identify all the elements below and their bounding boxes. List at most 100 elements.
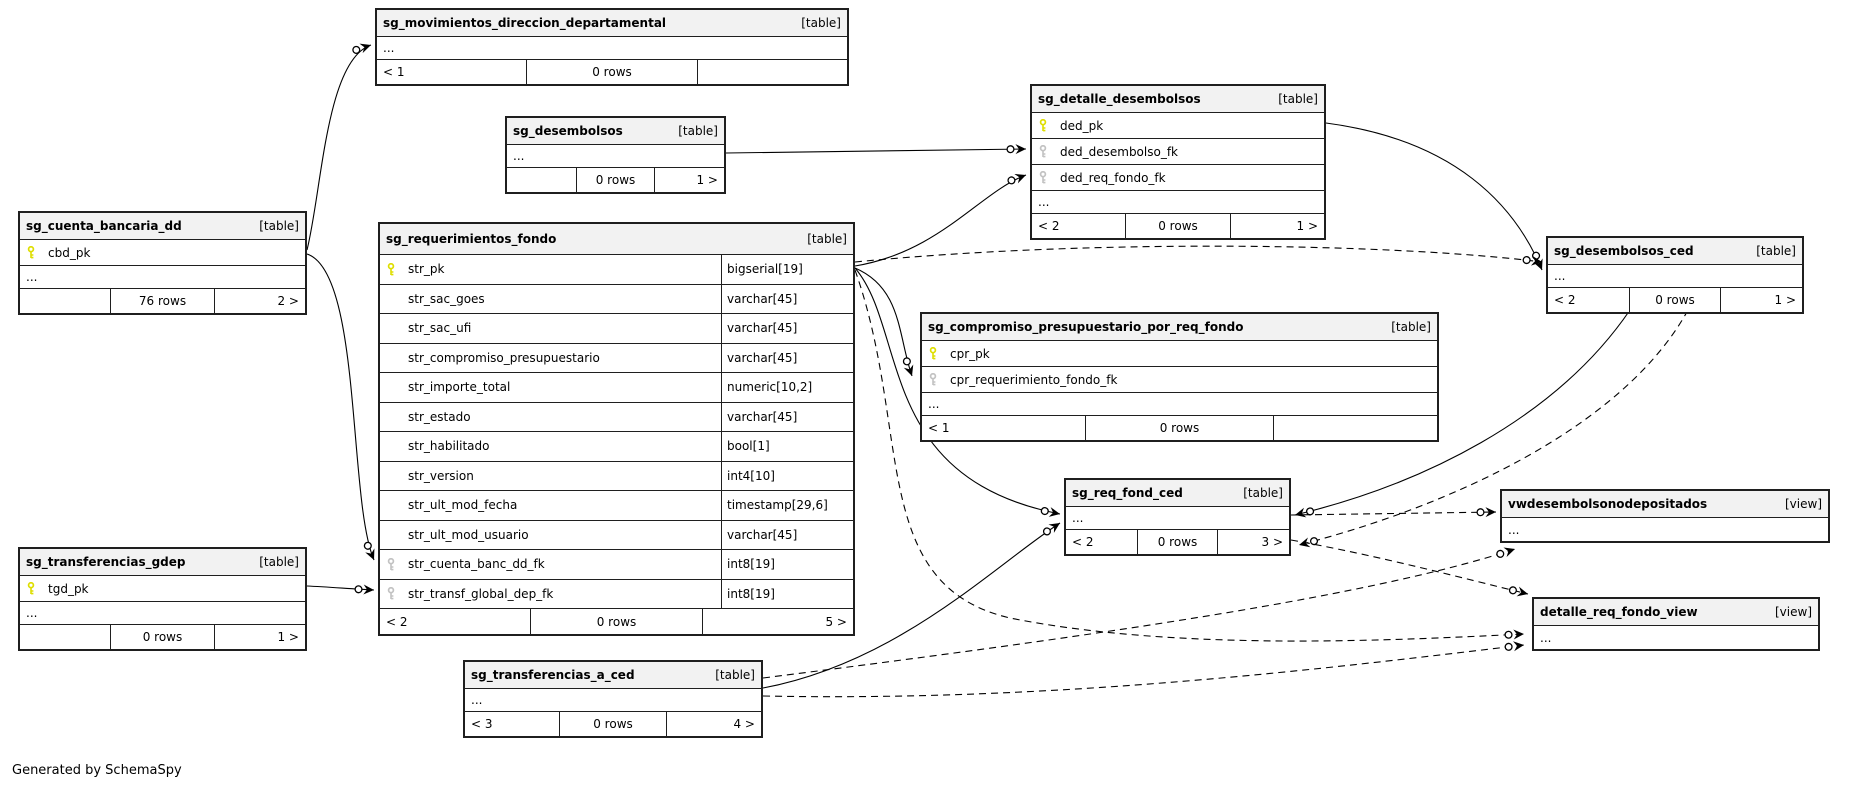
table-title[interactable]: detalle_req_fondo_view: [1540, 605, 1698, 619]
table-row[interactable]: str_importe_total numeric[10,2]: [380, 372, 853, 402]
table-title[interactable]: sg_requerimientos_fondo: [386, 232, 557, 246]
children-count: 3 >: [1217, 530, 1289, 554]
column-name: str_estado: [408, 409, 471, 424]
children-count: [696, 60, 847, 84]
table-sg-cuenta-bancaria-dd[interactable]: sg_cuenta_bancaria_dd [table] cbd_pk ...…: [18, 211, 307, 315]
row-count: 0 rows: [558, 712, 666, 736]
view-vwdesembolsonodepositados[interactable]: vwdesembolsonodepositados [view] ...: [1500, 489, 1830, 543]
table-row[interactable]: str_compromiso_presupuestario varchar[45…: [380, 342, 853, 372]
parents-count: [20, 289, 110, 313]
table-header[interactable]: sg_transferencias_a_ced [table]: [465, 662, 761, 688]
implied-line-desembolsosced-to-reqfondced: [1298, 309, 1689, 548]
table-title[interactable]: sg_transferencias_gdep: [26, 555, 186, 569]
table-kind-badge: [table]: [678, 124, 718, 138]
table-row[interactable]: cbd_pk: [20, 239, 305, 265]
table-title[interactable]: sg_req_fond_ced: [1072, 486, 1183, 500]
column-name: str_pk: [408, 262, 445, 277]
table-footer: < 3 0 rows 4 >: [465, 711, 761, 736]
table-row[interactable]: ded_pk: [1032, 112, 1324, 138]
implied-line-requerimientos-to-desembolsosced: [854, 245, 1543, 266]
children-count: 1 >: [654, 168, 724, 192]
primary-key-icon: [25, 246, 42, 259]
view-detalle-req-fondo-view[interactable]: detalle_req_fondo_view [view] ...: [1532, 597, 1820, 651]
column-name: cbd_pk: [48, 245, 91, 260]
fk-line-desembolsos-to-detalle: [725, 144, 1027, 155]
table-row[interactable]: tgd_pk: [20, 575, 305, 601]
table-footer: < 2 0 rows 1 >: [1548, 287, 1802, 312]
children-count: [1272, 416, 1437, 440]
table-row[interactable]: str_version int4[10]: [380, 460, 853, 490]
table-header[interactable]: sg_desembolsos [table]: [507, 118, 724, 144]
table-row[interactable]: cpr_pk: [922, 340, 1437, 366]
column-name: ded_desembolso_fk: [1060, 144, 1179, 159]
column-type: varchar[45]: [721, 402, 853, 431]
table-header[interactable]: sg_compromiso_presupuestario_por_req_fon…: [922, 314, 1437, 340]
hidden-columns-row: ...: [377, 36, 847, 59]
table-title[interactable]: sg_desembolsos: [513, 124, 623, 138]
primary-key-icon: [385, 262, 402, 276]
table-row[interactable]: ded_req_fondo_fk: [1032, 164, 1324, 190]
table-row[interactable]: cpr_requerimiento_fondo_fk: [922, 366, 1437, 392]
table-title[interactable]: sg_compromiso_presupuestario_por_req_fon…: [928, 320, 1244, 334]
table-kind-badge: [table]: [259, 555, 299, 569]
table-row[interactable]: str_cuenta_banc_dd_fk int8[19]: [380, 549, 853, 579]
table-header[interactable]: sg_cuenta_bancaria_dd [table]: [20, 213, 305, 239]
table-sg-transferencias-a-ced[interactable]: sg_transferencias_a_ced [table] ... < 3 …: [463, 660, 763, 738]
table-sg-desembolsos[interactable]: sg_desembolsos [table] ... 0 rows 1 >: [505, 116, 726, 194]
table-header[interactable]: sg_desembolsos_ced [table]: [1548, 238, 1802, 264]
table-row[interactable]: str_estado varchar[45]: [380, 401, 853, 431]
row-count: 76 rows: [110, 289, 213, 313]
table-title[interactable]: sg_desembolsos_ced: [1554, 244, 1694, 258]
ellipsis-text: ...: [471, 693, 483, 707]
table-footer: < 1 0 rows: [377, 59, 847, 84]
ellipsis-text: ...: [928, 397, 940, 411]
parents-count: < 1: [928, 421, 950, 435]
table-row[interactable]: str_habilitado bool[1]: [380, 431, 853, 461]
primary-key-icon: [25, 582, 42, 595]
table-sg-compromiso-presupuestario-por-req-fondo[interactable]: sg_compromiso_presupuestario_por_req_fon…: [920, 312, 1439, 442]
table-row[interactable]: str_transf_global_dep_fk int8[19]: [380, 578, 853, 608]
table-kind-badge: [view]: [1785, 497, 1822, 511]
table-header[interactable]: vwdesembolsonodepositados [view]: [1502, 491, 1828, 517]
table-header[interactable]: detalle_req_fondo_view [view]: [1534, 599, 1818, 625]
table-header[interactable]: sg_req_fond_ced [table]: [1066, 480, 1289, 506]
table-header[interactable]: sg_transferencias_gdep [table]: [20, 549, 305, 575]
table-sg-requerimientos-fondo[interactable]: sg_requerimientos_fondo [table] str_pk b…: [378, 222, 855, 636]
table-header[interactable]: sg_movimientos_direccion_departamental […: [377, 10, 847, 36]
table-footer: 76 rows 2 >: [20, 288, 305, 313]
fk-line-requerimientos-to-detalle: [854, 173, 1027, 267]
children-count: 1 >: [213, 625, 305, 649]
table-row[interactable]: str_pk bigserial[19]: [380, 254, 853, 284]
hidden-columns-row: ...: [1066, 506, 1289, 529]
table-sg-req-fond-ced[interactable]: sg_req_fond_ced [table] ... < 2 0 rows 3…: [1064, 478, 1291, 556]
table-row[interactable]: str_ult_mod_fecha timestamp[29,6]: [380, 490, 853, 520]
table-sg-detalle-desembolsos[interactable]: sg_detalle_desembolsos [table] ded_pk de…: [1030, 84, 1326, 240]
table-title[interactable]: vwdesembolsonodepositados: [1508, 497, 1708, 511]
table-title[interactable]: sg_movimientos_direccion_departamental: [383, 16, 667, 30]
table-row[interactable]: str_ult_mod_usuario varchar[45]: [380, 519, 853, 549]
hidden-columns-row: ...: [465, 688, 761, 711]
parents-count: < 2: [386, 614, 408, 629]
table-header[interactable]: sg_detalle_desembolsos [table]: [1032, 86, 1324, 112]
table-title[interactable]: sg_transferencias_a_ced: [471, 668, 635, 682]
table-row[interactable]: str_sac_goes varchar[45]: [380, 283, 853, 313]
table-kind-badge: [table]: [801, 16, 841, 30]
table-header[interactable]: sg_requerimientos_fondo [table]: [380, 224, 853, 254]
table-row[interactable]: ded_desembolso_fk: [1032, 138, 1324, 164]
table-title[interactable]: sg_detalle_desembolsos: [1038, 92, 1201, 106]
fk-line-transfgdep-to-requerimientos: [306, 584, 375, 595]
table-sg-desembolsos-ced[interactable]: sg_desembolsos_ced [table] ... < 2 0 row…: [1546, 236, 1804, 314]
parents-count: [20, 625, 110, 649]
table-sg-transferencias-gdep[interactable]: sg_transferencias_gdep [table] tgd_pk ..…: [18, 547, 307, 651]
column-name: str_version: [408, 468, 474, 483]
table-title[interactable]: sg_cuenta_bancaria_dd: [26, 219, 182, 233]
table-kind-badge: [table]: [1756, 244, 1796, 258]
table-row[interactable]: str_sac_ufi varchar[45]: [380, 313, 853, 343]
row-count: 0 rows: [530, 609, 702, 634]
hidden-columns-row: ...: [1534, 625, 1818, 649]
table-sg-movimientos-direccion-departamental[interactable]: sg_movimientos_direccion_departamental […: [375, 8, 849, 86]
row-count: 0 rows: [1628, 288, 1721, 312]
primary-key-icon: [927, 347, 944, 360]
column-type: varchar[45]: [721, 343, 853, 372]
table-footer: < 2 0 rows 5 >: [380, 608, 853, 634]
